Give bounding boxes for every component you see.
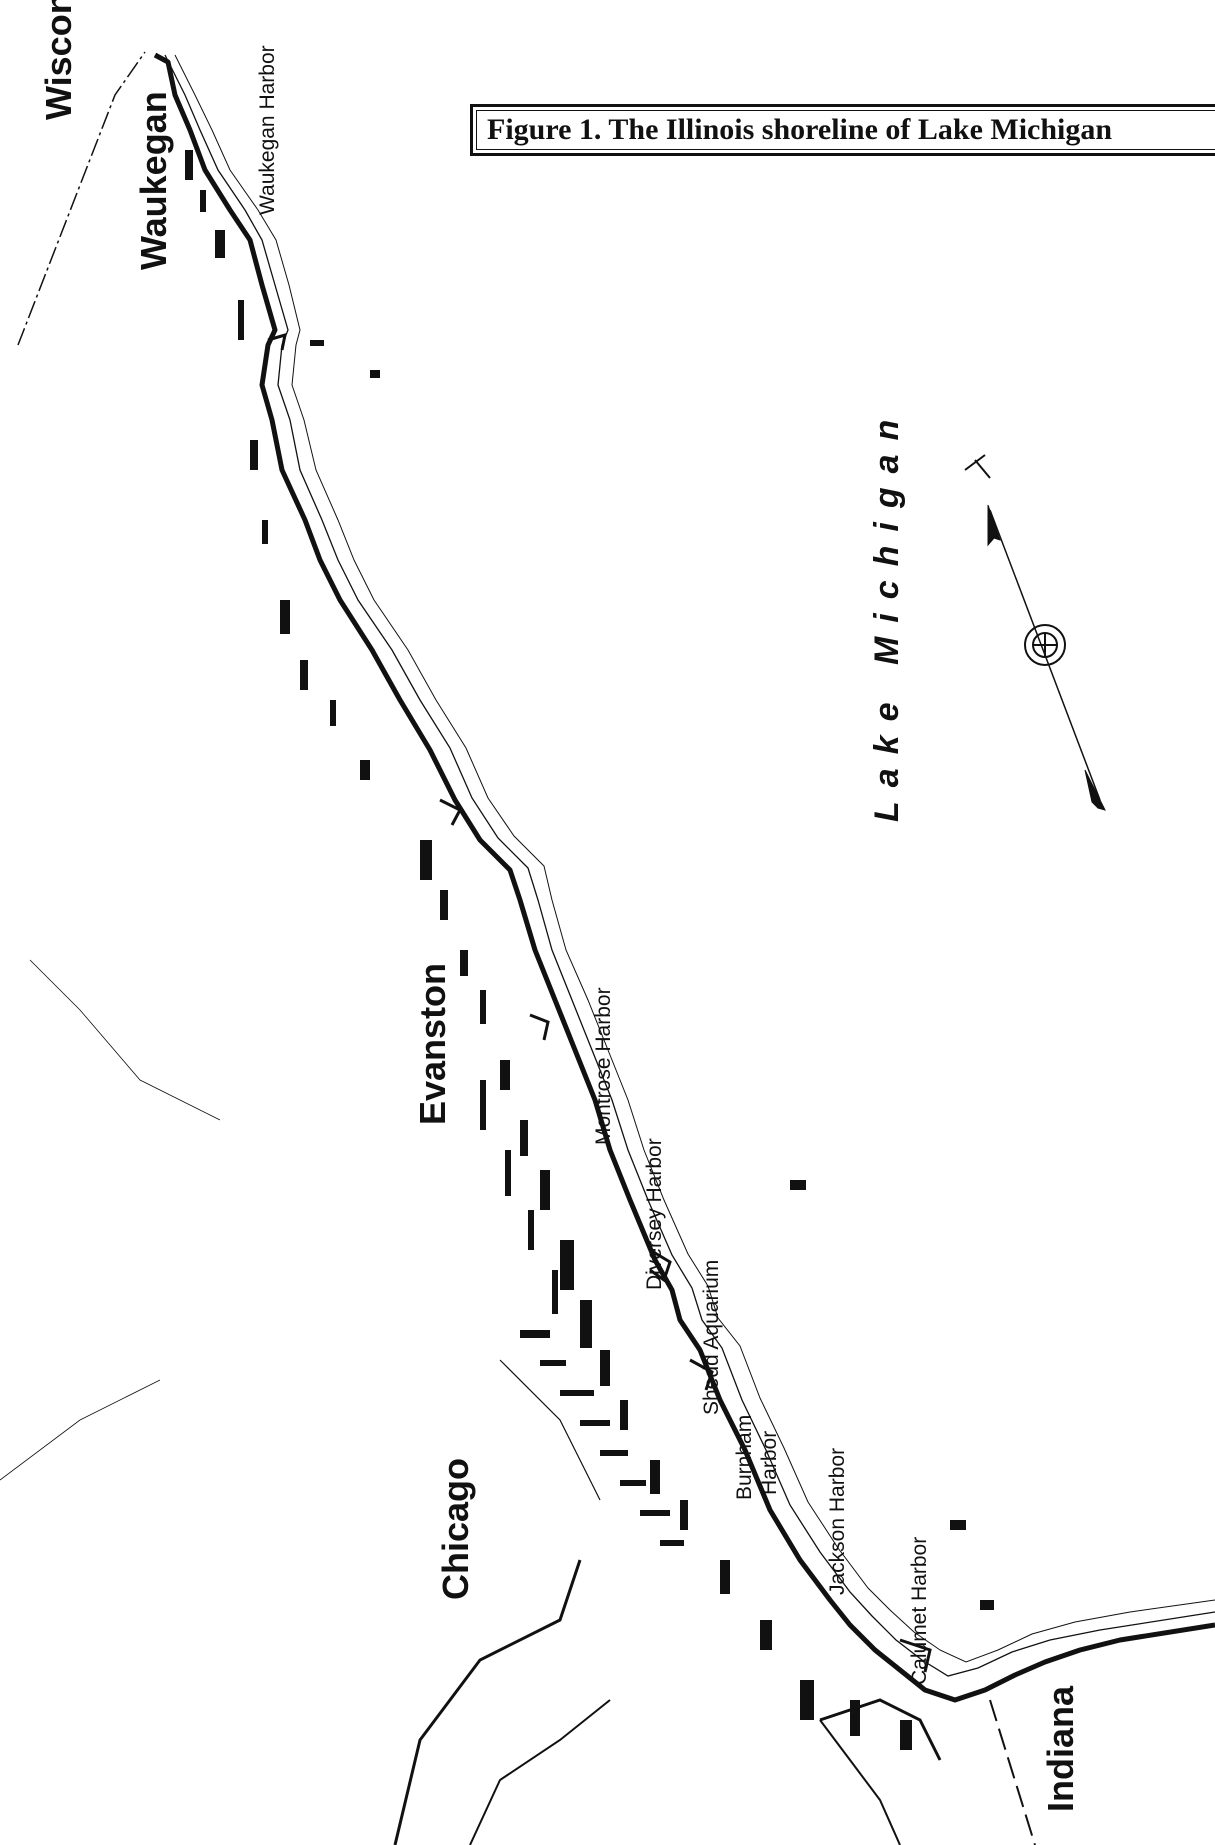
label-calumet-harbor: Calumet Harbor (908, 1536, 931, 1685)
label-evanston: Evanston (412, 962, 453, 1125)
label-burnham-line2: Harbor (758, 1430, 781, 1495)
compass-rose-icon (1024, 624, 1066, 666)
label-waukegan: Waukegan (133, 91, 174, 270)
label-chicago: Chicago (435, 1457, 476, 1600)
shoreline (153, 52, 1215, 1703)
label-montrose-harbor: Montrose Harbor (592, 987, 615, 1145)
offshore-contour-outer (174, 54, 1215, 1663)
label-diversey-harbor: Diversey Harbor (643, 1138, 666, 1290)
inland-lines (0, 959, 942, 1845)
label-burnham-line1: Burnham (733, 1414, 756, 1500)
label-lake-michigan: Lake Michigan (868, 405, 906, 822)
harbor-structures (267, 332, 932, 1673)
offshore-contour (164, 54, 1215, 1677)
label-wisconsin: Wisconsin (38, 0, 79, 120)
urban-development (185, 150, 912, 1750)
indiana-boundary (989, 1699, 1036, 1845)
figure-caption: Figure 1. The Illinois shoreline of Lake… (470, 104, 1215, 156)
label-waukegan-harbor: Waukegan Harbor (256, 45, 279, 215)
wisconsin-boundary (17, 51, 146, 346)
label-shedd-aquarium: Shedd Aquarium (700, 1259, 723, 1415)
label-jackson-harbor: Jackson Harbor (826, 1447, 849, 1595)
north-arrow-icon (987, 504, 1001, 547)
label-indiana: Indiana (1040, 1685, 1081, 1812)
compass (964, 454, 1106, 811)
offshore-markers (310, 340, 994, 1610)
